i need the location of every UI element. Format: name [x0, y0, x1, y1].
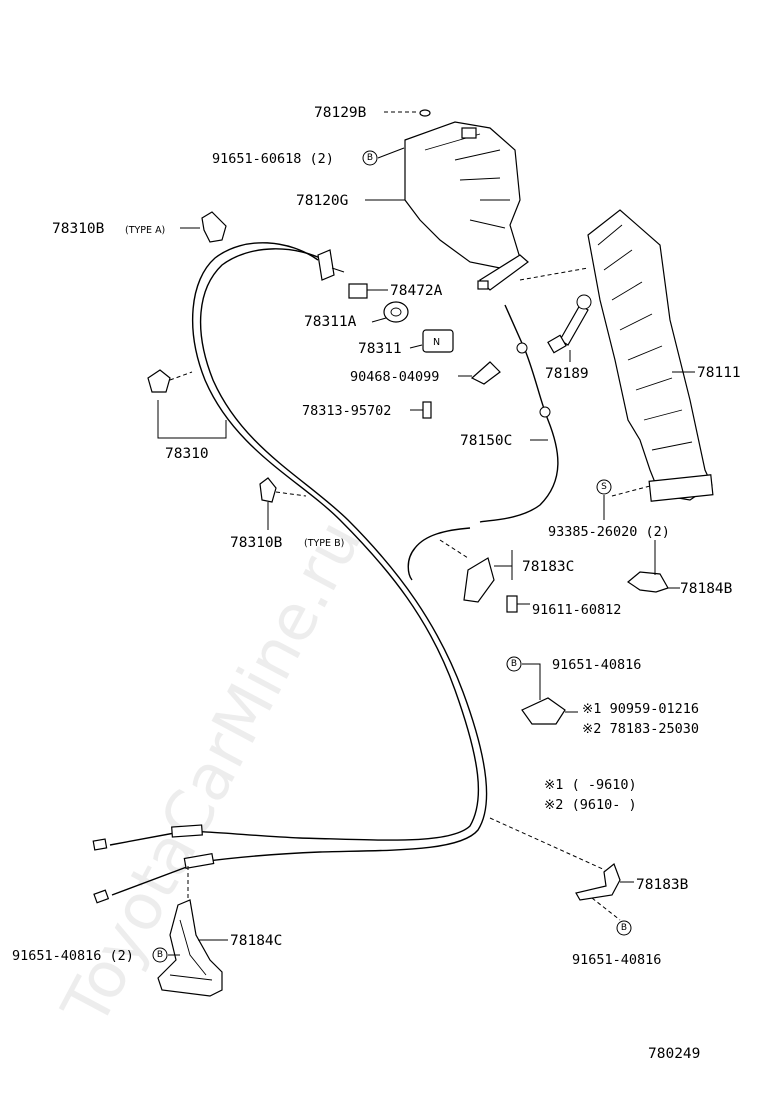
- marker-b-91651-40816-b: [616, 920, 632, 936]
- marker-b-91651-40816-c: [152, 947, 168, 963]
- leader-78183B-dash: [489, 817, 606, 871]
- leader-78310B-B-dash: [275, 491, 307, 497]
- grommet-inner: [390, 307, 402, 317]
- marker-s-label: S: [601, 482, 607, 492]
- label-78472A: 78472A: [390, 283, 443, 299]
- part-78310B-typeB-clip: [259, 477, 277, 503]
- leader-93385-dash: [611, 485, 651, 497]
- label-78311: 78311: [358, 341, 402, 357]
- part-91611-bolt: [506, 595, 518, 613]
- label-78120G: 78120G: [296, 193, 348, 209]
- label-91651-40816-a: 91651-40816: [552, 657, 641, 673]
- leader-91651-40816-b: [591, 897, 621, 921]
- part-78313-screw: [422, 401, 432, 419]
- label-78310B-typeA-note: (TYPE A): [125, 225, 165, 236]
- marker-s-93385: [596, 479, 612, 495]
- label-78183C: 78183C: [522, 559, 574, 575]
- part-78183B-bracket: [575, 863, 621, 901]
- part-90468-clip: [470, 361, 501, 385]
- label-78129B: 78129B: [314, 105, 367, 121]
- label-78184B: 78184B: [680, 581, 733, 597]
- cushion-mark: N: [433, 337, 440, 348]
- bracket-mark: [461, 127, 477, 139]
- label-78311A: 78311A: [304, 314, 357, 330]
- bracket-detail: [424, 133, 510, 229]
- part-78184C-bracket: [157, 899, 223, 997]
- label-78150C: 78150C: [460, 433, 512, 449]
- part-78120G-bracket: [404, 121, 521, 269]
- marker-b-label-2: B: [511, 659, 517, 669]
- leader-78183C-dash: [439, 539, 469, 559]
- marker-b-label-3: B: [621, 923, 627, 933]
- leader-78311: [409, 344, 423, 349]
- leader-78183C: [494, 550, 513, 580]
- label-78184C: 78184C: [230, 933, 282, 949]
- part-78311-cushion: [422, 329, 454, 353]
- label-90959-01216: ※1 90959-01216: [582, 701, 699, 717]
- cable-eyelet-screw: [331, 267, 345, 273]
- part-78311A-grommet: [383, 301, 409, 323]
- pedal-ribs: [597, 224, 693, 451]
- pedal-base: [648, 474, 714, 502]
- label-78183-25030: ※2 78183-25030: [582, 721, 699, 737]
- part-78189-bolt: [559, 304, 589, 346]
- part-78183C-bracket: [463, 557, 495, 603]
- label-91651-40816-b: 91651-40816: [572, 952, 661, 968]
- leader-91651-40816-a: [522, 663, 541, 700]
- label-91611-60812: 91611-60812: [532, 602, 621, 618]
- label-78310B-typeB: 78310B: [230, 535, 283, 551]
- label-78313-95702: 78313-95702: [302, 403, 391, 419]
- lever-stop: [477, 280, 489, 290]
- part-78184B-clamp: [626, 571, 669, 593]
- label-91651-40816-c: 91651-40816 (2): [12, 948, 134, 964]
- part-78189-nut: [547, 334, 567, 354]
- part-78472A-retainer: [348, 283, 368, 299]
- marker-b-91651-60618: [362, 150, 378, 166]
- label-91651-60618: 91651-60618 (2): [212, 151, 334, 167]
- accelerator-cable-main: [179, 242, 480, 841]
- cable-end-upper: [109, 831, 181, 846]
- cable-end-tip-lower: [93, 889, 110, 904]
- marker-b-91651-40816-a: [506, 656, 522, 672]
- part-78189-bolt-head: [576, 294, 592, 310]
- leader-91651-60618: [377, 147, 405, 159]
- label-note-2: ※2 (9610- ): [544, 797, 637, 813]
- leader-pedal-dash: [519, 267, 589, 281]
- part-78310B-typeA-clip: [201, 211, 227, 243]
- leader-78310-dash: [169, 371, 193, 381]
- part-78111-accelerator-pedal: [587, 209, 713, 501]
- label-78189: 78189: [545, 366, 589, 382]
- cable-adjuster-upper: [171, 824, 203, 838]
- cable-joint-top: [516, 342, 528, 354]
- label-78310B-typeB-note: (TYPE B): [304, 538, 344, 549]
- accelerator-cable-second: [199, 248, 488, 863]
- leader-78311A: [371, 317, 387, 323]
- label-90468-04099: 90468-04099: [350, 369, 439, 385]
- label-78183B: 78183B: [636, 877, 689, 893]
- bracket-78184C-detail: [169, 919, 213, 981]
- cable-adjuster-lower: [183, 852, 215, 870]
- pedal-cable: [479, 304, 559, 523]
- part-78129B-cap: [419, 109, 431, 117]
- label-78111: 78111: [697, 365, 741, 381]
- label-93385-26020: 93385-26020 (2): [548, 524, 670, 540]
- pedal-cable-lower: [407, 527, 471, 581]
- cable-end-tip-upper: [92, 838, 108, 851]
- cable-joint-mid: [539, 406, 551, 418]
- leader-78310-bracket: [157, 400, 227, 439]
- cable-eyelet: [317, 249, 335, 281]
- label-diagram-id: 780249: [648, 1046, 700, 1062]
- part-90959-bracket: [521, 697, 566, 725]
- marker-b-label-1: B: [367, 153, 373, 163]
- marker-b-label-4: B: [157, 950, 163, 960]
- part-78310-grommet: [147, 369, 171, 393]
- label-78310B-typeA: 78310B: [52, 221, 105, 237]
- label-note-1: ※1 ( -9610): [544, 777, 637, 793]
- label-78310: 78310: [165, 446, 209, 462]
